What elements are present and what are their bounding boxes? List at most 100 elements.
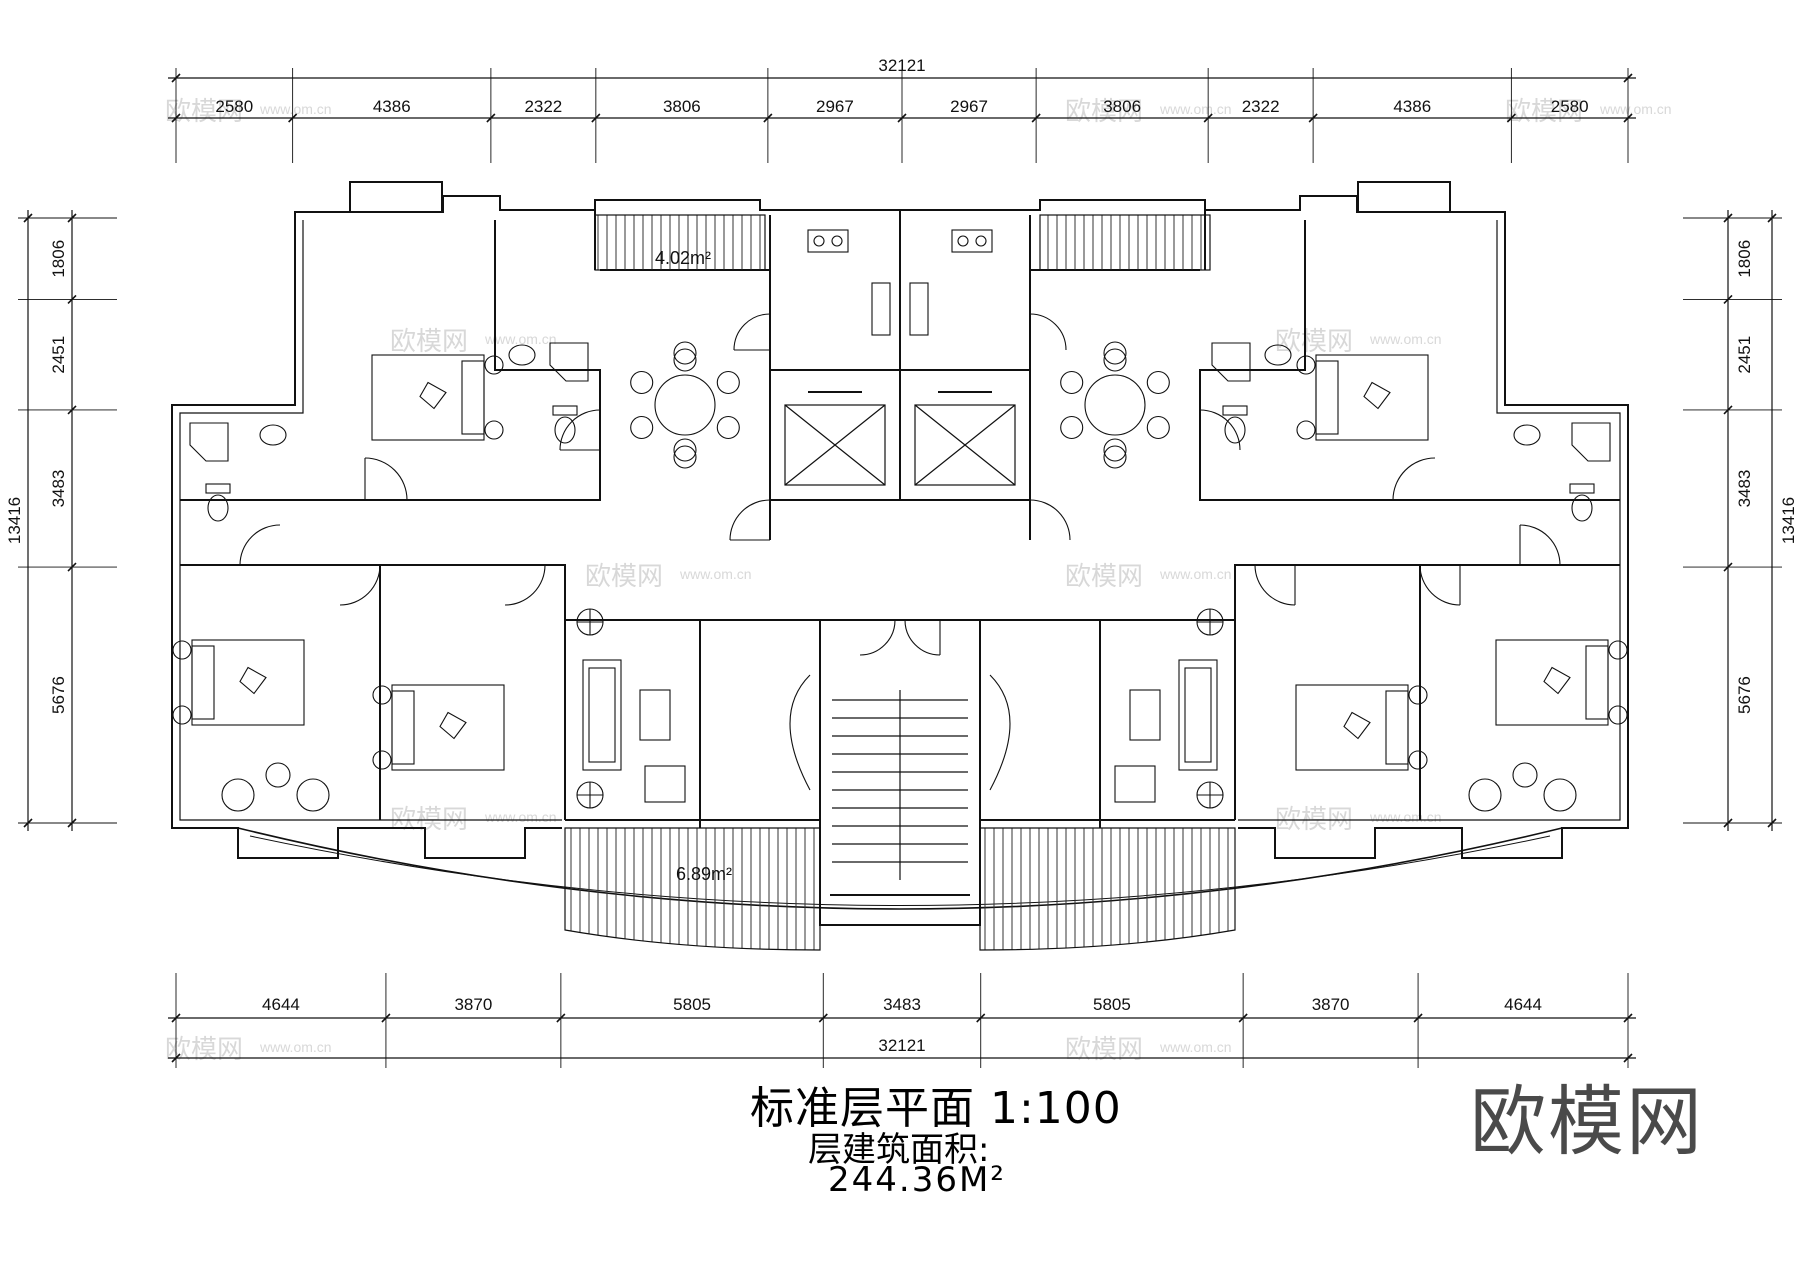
watermark-url: www.om.cn xyxy=(1369,809,1442,825)
core-elevators-stair xyxy=(784,391,1016,880)
bottom-balcony-right xyxy=(979,827,1236,951)
watermark-url: www.om.cn xyxy=(484,809,557,825)
coffee-table xyxy=(639,689,671,741)
furniture xyxy=(172,229,1628,812)
shower-tray xyxy=(1571,422,1611,462)
watermark-url: www.om.cn xyxy=(1369,331,1442,347)
left-dimension-total-label: 13416 xyxy=(5,497,24,544)
right-dimension-segment-label: 5676 xyxy=(1735,676,1754,714)
tv-cabinet xyxy=(789,674,811,791)
left-dimension-segment-label: 1806 xyxy=(49,240,68,278)
kitchen-sink xyxy=(871,282,891,336)
watermark-logo: 欧模网 xyxy=(1505,96,1583,126)
door-swing xyxy=(559,409,601,451)
bottom-dimension-segment-label: 5805 xyxy=(673,995,711,1014)
armchair xyxy=(644,765,686,803)
bottom-balcony-left xyxy=(564,827,821,951)
top-dimension-segment-label: 2580 xyxy=(1551,97,1589,116)
left-dimension-segment-label: 3483 xyxy=(49,470,68,508)
watermark-logo: 欧模网 xyxy=(1275,326,1353,356)
top-dimension-segment-label: 2967 xyxy=(950,97,988,116)
watermark-logo: 欧模网 xyxy=(165,96,243,126)
floor-area-label: 层建筑面积: xyxy=(808,1130,990,1170)
dining-table xyxy=(630,341,740,469)
lounge-chairs xyxy=(1468,762,1577,812)
washbasin xyxy=(259,424,287,446)
outer-wall-right xyxy=(900,195,1629,859)
sofa xyxy=(582,659,622,771)
bed xyxy=(1295,684,1428,771)
watermark-logo: 欧模网 xyxy=(390,804,468,834)
stove xyxy=(807,229,849,253)
left-dimension-segment-label: 5676 xyxy=(49,676,68,714)
watermark-logo: 欧模网 xyxy=(1275,804,1353,834)
top-dimension-segment-label: 2967 xyxy=(816,97,854,116)
door-swing xyxy=(239,524,281,566)
watermark-logo: 欧模网 xyxy=(1065,561,1143,591)
watermark-logo: 欧模网 xyxy=(390,326,468,356)
toilet xyxy=(1222,405,1248,444)
watermark-url: www.om.cn xyxy=(1599,101,1672,117)
kitchen-sink xyxy=(909,282,929,336)
doors xyxy=(239,313,1561,656)
balconies xyxy=(564,214,1236,951)
watermark-logo: 欧模网 xyxy=(165,1034,243,1064)
toilet xyxy=(1569,483,1595,522)
brand-logo: 欧模网 xyxy=(1470,1077,1704,1166)
top-dimension-segment-label: 2322 xyxy=(524,97,562,116)
watermarks: 欧模网 www.om.cn 欧模网 www.om.cn 欧模网 www.om.cn 欧模网 w… xyxy=(165,96,1672,1064)
watermark-url: www.om.cn xyxy=(1159,1039,1232,1055)
bottom-dimension-segment-label: 4644 xyxy=(1504,995,1542,1014)
door-swing xyxy=(859,619,896,656)
bottom-dimension-segment-label: 3483 xyxy=(883,995,921,1014)
top-dimension-segment-label: 4386 xyxy=(373,97,411,116)
armchair xyxy=(1114,765,1156,803)
washbasin xyxy=(1264,344,1292,366)
right-dimension-segment-label: 1806 xyxy=(1735,240,1754,278)
top-dimension-segment-label: 2322 xyxy=(1242,97,1280,116)
watermark-logo: 欧模网 xyxy=(585,561,663,591)
door-swing xyxy=(364,457,408,501)
tv-cabinet xyxy=(989,674,1011,791)
top-dimension-segment-label: 2580 xyxy=(215,97,253,116)
toilet xyxy=(205,483,231,522)
bottom-dimension-segment-label: 3870 xyxy=(454,995,492,1014)
top-balcony-area: 4.02m² xyxy=(655,248,711,268)
plan-title: 标准层平面 1:100 xyxy=(750,1083,1122,1134)
plant-pot xyxy=(1196,608,1224,636)
watermark-url: www.om.cn xyxy=(1159,566,1232,582)
shower-tray xyxy=(189,422,229,462)
watermark-url: www.om.cn xyxy=(1159,101,1232,117)
floor-area-value: 244.36M² xyxy=(828,1160,1006,1200)
door-swing xyxy=(1029,313,1067,351)
bed xyxy=(1495,639,1628,726)
door-swing xyxy=(1029,499,1071,541)
top-dimension-segment-label: 4386 xyxy=(1393,97,1431,116)
walls xyxy=(171,181,1629,926)
top-dimension-segment-label: 3806 xyxy=(1103,97,1141,116)
door-swing xyxy=(1254,564,1296,606)
watermark-url: www.om.cn xyxy=(259,101,332,117)
top-dimension-total-label: 32121 xyxy=(878,56,925,75)
top-balcony-right xyxy=(1039,214,1211,271)
door-swing xyxy=(1419,564,1461,606)
bottom-balcony-area: 6.89m² xyxy=(676,864,732,884)
door-swing xyxy=(339,564,381,606)
door-swing xyxy=(1392,457,1436,501)
door-swing xyxy=(1199,409,1241,451)
right-dimension-segment-label: 2451 xyxy=(1735,336,1754,374)
plant-pot xyxy=(576,781,604,809)
toilet xyxy=(552,405,578,444)
coffee-table xyxy=(1129,689,1161,741)
lounge-chairs xyxy=(221,762,330,812)
washbasin xyxy=(508,344,536,366)
top-balcony-left xyxy=(594,214,766,271)
bed xyxy=(371,354,504,441)
bottom-dimension-segment-label: 5805 xyxy=(1093,995,1131,1014)
watermark-logo: 欧模网 xyxy=(1065,1034,1143,1064)
watermark-url: www.om.cn xyxy=(484,331,557,347)
right-dimension-segment-label: 3483 xyxy=(1735,470,1754,508)
watermark-url: www.om.cn xyxy=(679,566,752,582)
